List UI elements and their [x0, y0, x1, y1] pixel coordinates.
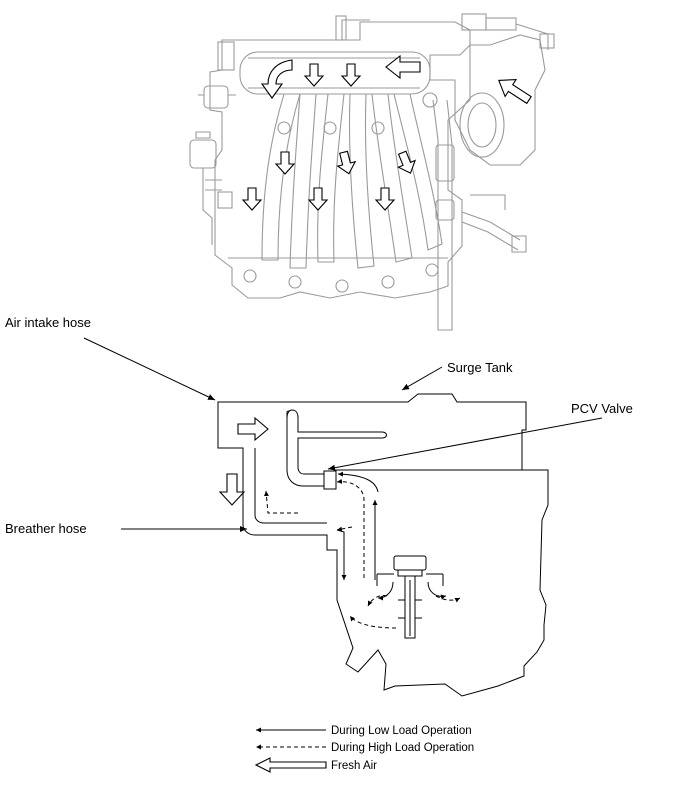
pcv-valve-leader	[327, 417, 603, 471]
legend-low-load-label: During Low Load Operation	[331, 725, 472, 737]
runner-arrow-4	[241, 187, 263, 211]
piston	[376, 555, 444, 639]
air-intake-hose-label: Air intake hose	[5, 315, 91, 330]
flow-low-load-5	[427, 581, 447, 600]
runner-arrow-6	[374, 187, 396, 211]
air-intake-hose-leader	[83, 337, 216, 401]
flow-low-load-1	[336, 529, 347, 580]
flow-low-load-3	[337, 471, 379, 493]
runner-arrow-1	[274, 151, 296, 175]
plenum-curved-arrow	[260, 59, 293, 99]
plenum-down-arrow-1	[303, 63, 325, 87]
runner-arrow-5	[307, 187, 329, 211]
legend-fresh-air-arrow	[254, 757, 327, 773]
legend-fresh-air-label: Fresh Air	[331, 760, 377, 772]
schematic-fresh-air-arrow-right	[237, 416, 269, 442]
flow-high-load-3	[336, 478, 365, 578]
flow-low-load-4	[377, 581, 394, 601]
flow-high-load-2	[336, 526, 353, 532]
flow-high-load-4	[349, 615, 397, 629]
intake-tube	[286, 410, 387, 487]
runner-arrow-3	[397, 150, 417, 174]
pcv-schematic	[217, 393, 549, 697]
flow-high-load-6	[435, 595, 461, 603]
pcv-valve-label: PCV Valve	[571, 401, 633, 416]
legend-high-load-label: During High Load Operation	[331, 742, 474, 754]
breather-hose-label: Breather hose	[5, 521, 87, 536]
legend: During Low Load Operation During High Lo…	[254, 725, 474, 773]
schematic-fresh-air-arrow-down	[218, 473, 246, 506]
flow-high-load-1	[263, 490, 298, 514]
surge-tank-label: Surge Tank	[447, 360, 513, 375]
plenum-down-arrow-2	[340, 63, 362, 87]
intake-manifold-illustration	[189, 13, 555, 331]
manifold-fresh-air-arrows	[241, 54, 532, 211]
throttle-inlet-arrow	[498, 79, 532, 105]
runner-arrow-2	[336, 150, 357, 175]
surge-tank-leader	[401, 366, 443, 391]
surge-tank-outline	[217, 393, 549, 697]
pcv-valve-body	[323, 470, 337, 490]
callouts: Air intake hose Surge Tank PCV Valve Bre…	[5, 315, 633, 536]
plenum-left-arrow	[385, 54, 421, 80]
